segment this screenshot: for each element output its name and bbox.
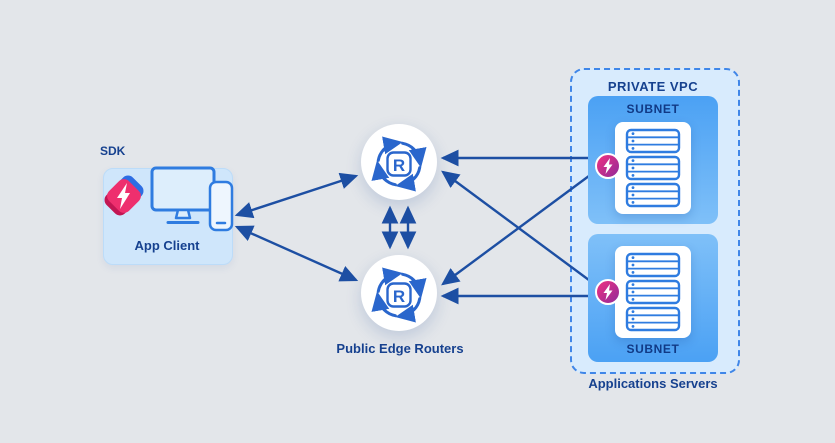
edge-router-bottom: R bbox=[361, 255, 437, 331]
lightning-icon bbox=[117, 183, 130, 209]
arrow-client-to-bottom-router bbox=[234, 225, 359, 282]
applications-servers-label: Applications Servers bbox=[588, 376, 718, 391]
monitor-icon bbox=[150, 166, 216, 224]
server-node-bottom bbox=[615, 246, 691, 338]
arrow-top-server-to-bottom-router bbox=[441, 169, 598, 286]
sdk-label: SDK bbox=[100, 144, 126, 158]
lightning-badge-icon bbox=[595, 153, 621, 179]
router-letter: R bbox=[393, 156, 405, 175]
arrow-client-to-top-router bbox=[234, 172, 359, 219]
sdk-layers-icon bbox=[104, 175, 144, 216]
server-node-top bbox=[615, 122, 691, 214]
lightning-badge-icon bbox=[595, 279, 621, 305]
app-client-label: App Client bbox=[134, 238, 200, 253]
server-stack-icon bbox=[625, 252, 681, 332]
server-stack-icon bbox=[625, 128, 681, 208]
public-edge-routers-label: Public Edge Routers bbox=[336, 341, 464, 356]
arrow-bottom-server-to-top-router bbox=[441, 170, 598, 287]
router-icon: R bbox=[371, 136, 427, 192]
router-letter: R bbox=[393, 287, 405, 306]
subnet-bottom-label: SUBNET bbox=[626, 342, 680, 356]
router-icon: R bbox=[371, 267, 427, 323]
phone-icon bbox=[208, 180, 234, 232]
edge-router-top: R bbox=[361, 124, 437, 200]
subnet-top-label: SUBNET bbox=[626, 102, 680, 116]
private-vpc-title: PRIVATE VPC bbox=[607, 79, 699, 94]
